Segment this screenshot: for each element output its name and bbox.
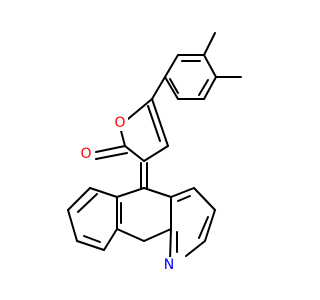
aryl-double-3 [169,78,179,94]
furanone-double-c4-c5 [147,105,161,142]
furanone-c5-o1 [127,98,153,120]
benzo-5 [103,228,118,251]
furanone-c3-c4 [143,145,169,162]
aryl-bond-4 [164,76,179,100]
molecule-diagram: O O N [67,32,242,273]
pyridine-nitrogen-label: N [164,257,174,273]
benzo-3 [67,209,78,242]
benzo-2 [67,187,91,211]
pyridine-4 [185,240,206,257]
benzo-double-2 [83,235,101,243]
benzo-1 [89,187,118,198]
carbonyl-oxygen-label-bg [77,146,95,162]
pyridine-nitrogen-label-bg [160,257,178,273]
pyridine-double-1 [177,195,191,202]
benzo-double-1 [77,193,98,213]
five-ring-1 [116,187,145,198]
pyridine-2 [193,187,216,211]
furanone-c2-c3 [124,145,145,162]
ring-oxygen-label-bg [112,115,128,131]
carbonyl-bond-2 [95,152,128,160]
aryl-bond-5 [164,54,179,78]
aryl-double-2 [198,79,209,96]
furanone-c4-c5 [151,98,169,147]
pyridine-3 [204,209,216,242]
structure-svg: O O N [67,32,242,273]
methyl-bond-top [203,32,216,56]
pyridine-5 [169,228,172,261]
ring-oxygen-label: O [114,115,125,131]
aryl-bond-1 [203,54,217,78]
pyridine-double-2 [198,216,209,239]
atom-labels: O O N [77,115,178,273]
five-ring-6 [143,187,172,198]
benzo-4 [76,240,105,251]
five-ring-3 [116,228,145,242]
carbonyl-oxygen-label: O [80,146,91,162]
aryl-furanone-link [151,76,166,100]
aryl-bond-2 [203,76,217,100]
carbonyl-bond-1 [95,145,126,153]
five-ring-4 [143,228,172,242]
bonds [67,32,242,261]
pyridine-1 [170,187,195,198]
